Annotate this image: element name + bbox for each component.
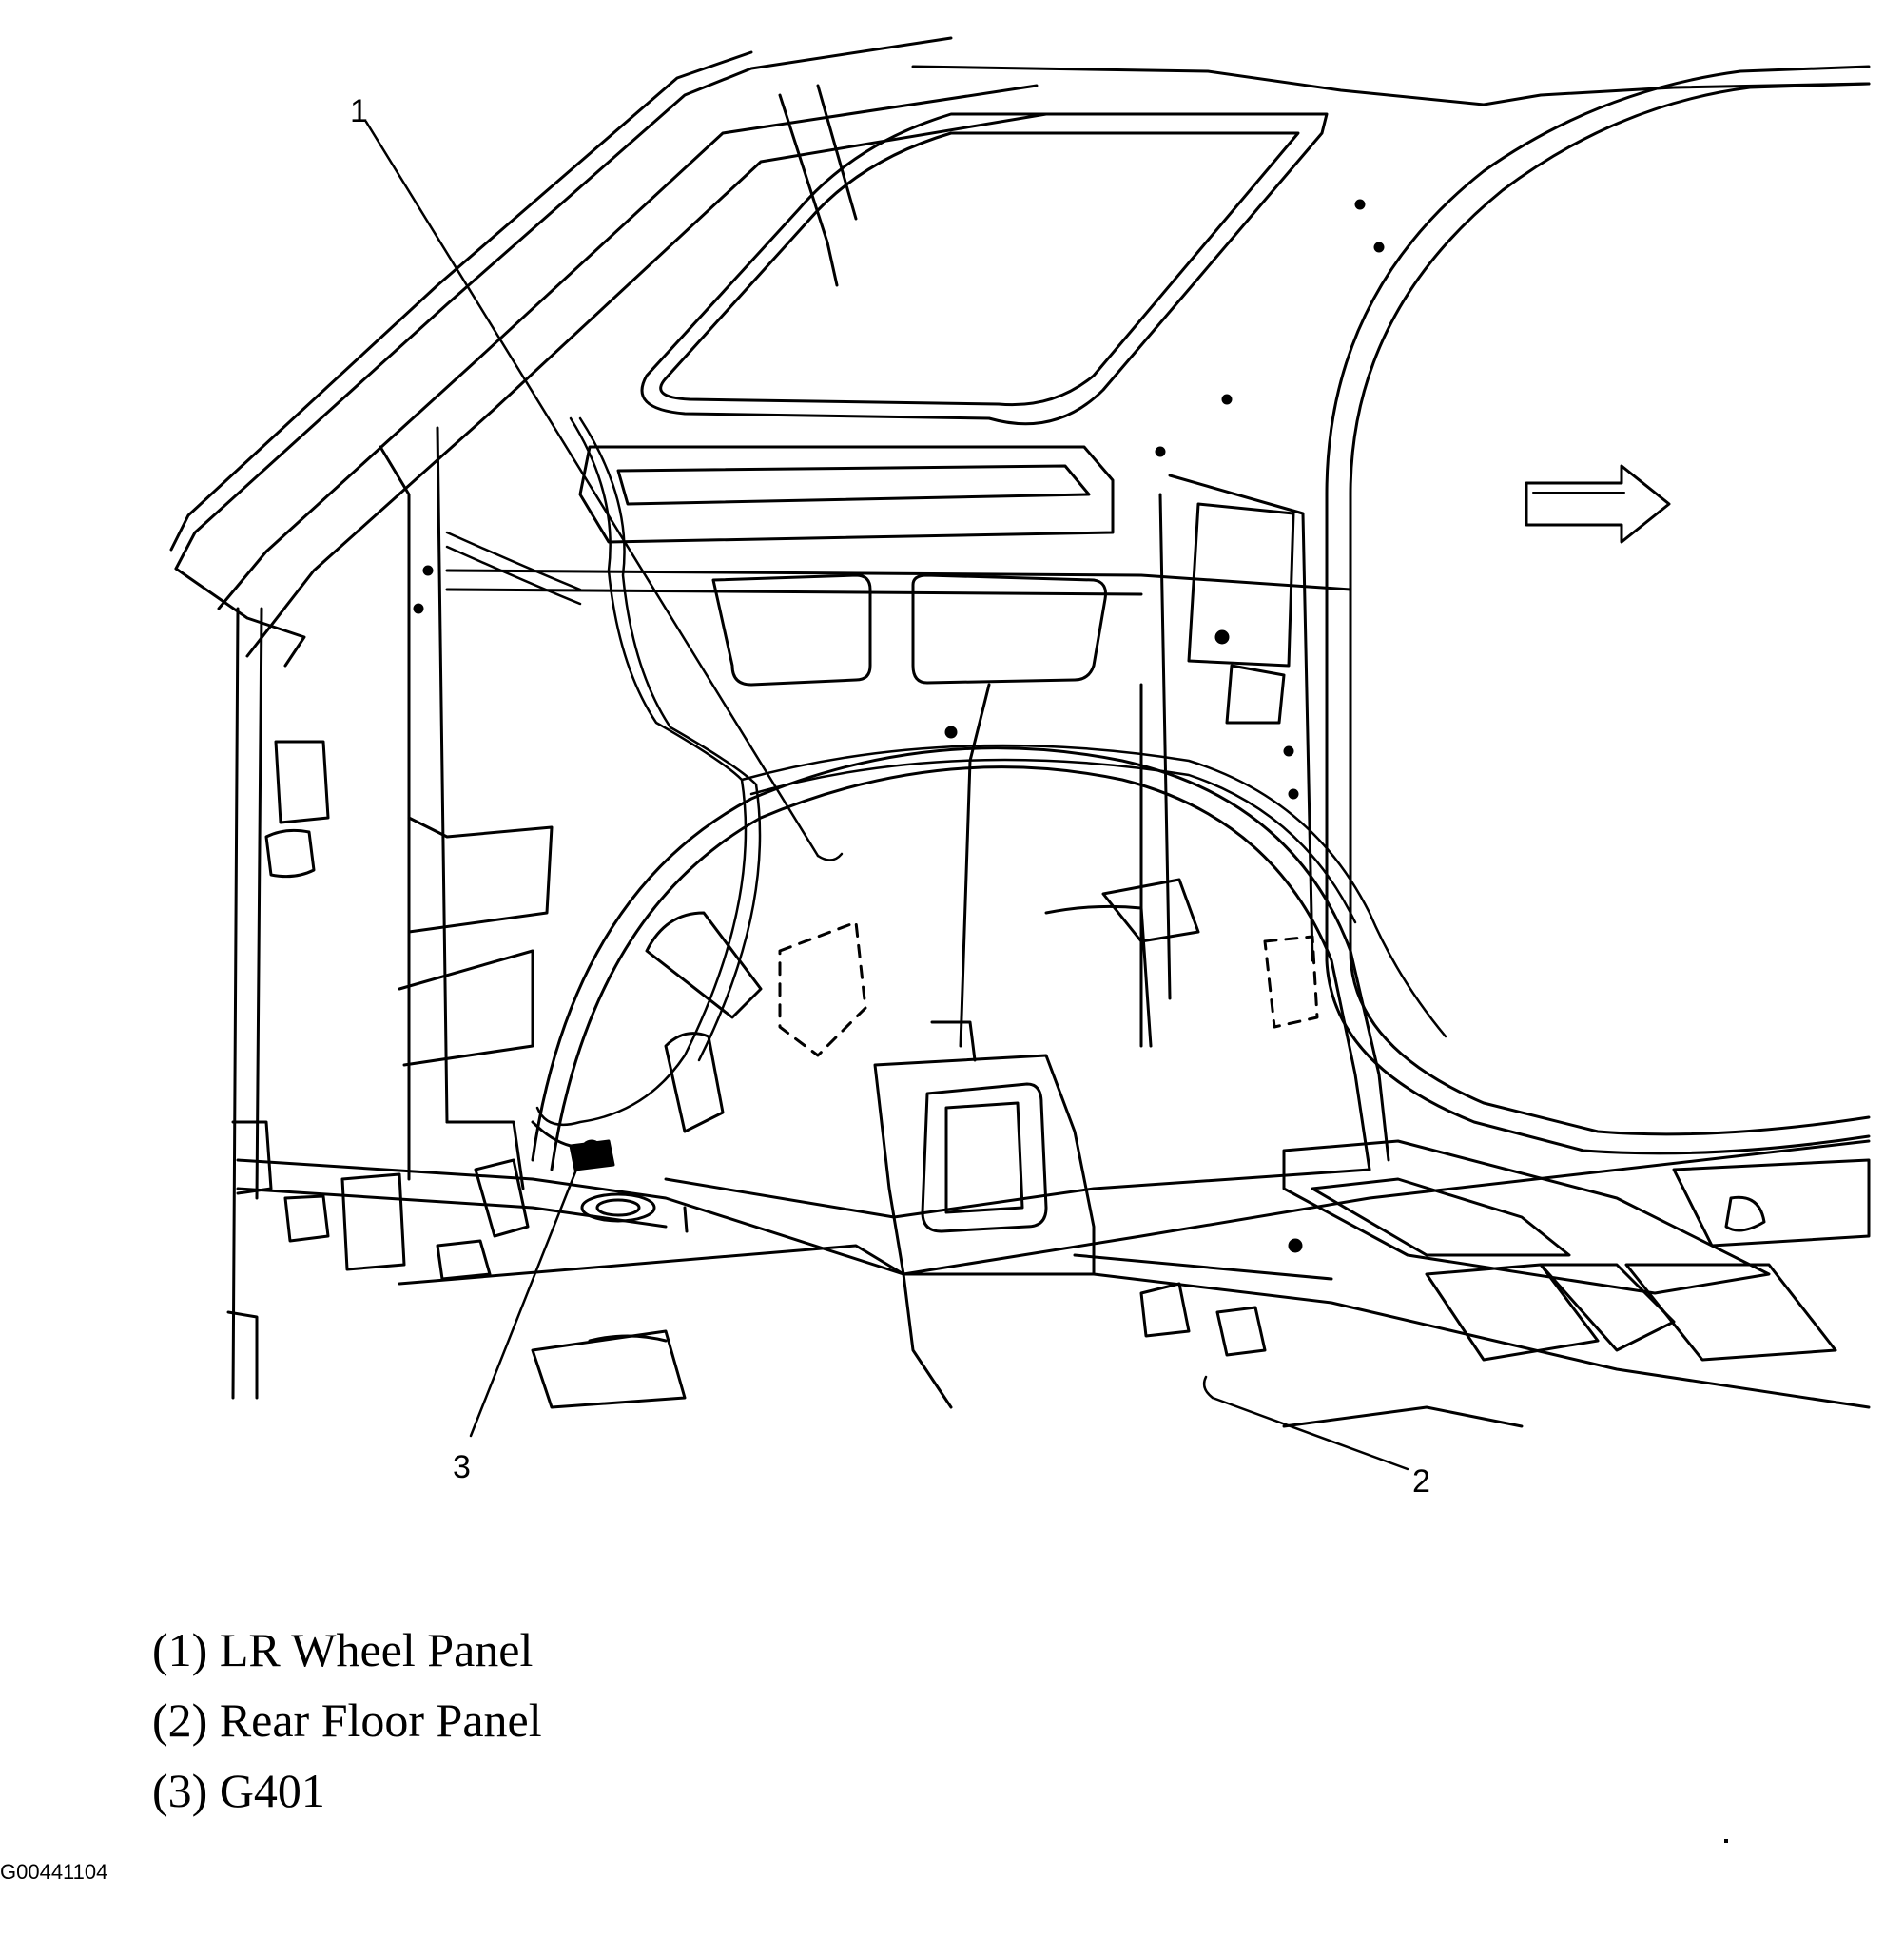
legend-number: (1) [152, 1623, 208, 1676]
legend-text: LR Wheel Panel [219, 1623, 534, 1676]
legend-item: (3) G401 [152, 1755, 542, 1826]
roof-structure [169, 36, 1871, 668]
callout-3: 3 [453, 1449, 471, 1485]
figure-id: G00441104 [0, 1860, 108, 1884]
legend: (1) LR Wheel Panel (2) Rear Floor Panel … [152, 1615, 542, 1826]
liftgate-opening [1349, 82, 1871, 1136]
legend-number: (3) [152, 1764, 208, 1817]
legend-number: (2) [152, 1694, 208, 1747]
body-fasteners [413, 199, 1385, 1253]
lr-wheel-panel-drawing [531, 746, 1390, 1219]
legend-text: G401 [219, 1764, 325, 1817]
rear-corner-structure [226, 1120, 530, 1400]
stray-mark [1724, 1839, 1728, 1843]
legend-item: (1) LR Wheel Panel [152, 1615, 542, 1685]
arrow-right-icon [1525, 464, 1671, 544]
callout-1: 1 [350, 93, 368, 129]
wiring-harness [445, 416, 1447, 1127]
body-side-inner-panel [231, 426, 1352, 1400]
legend-text: Rear Floor Panel [219, 1694, 542, 1747]
quarter-window-opening [640, 112, 1329, 426]
callout-2: 2 [1412, 1463, 1430, 1500]
leader-lines [364, 120, 1409, 1471]
jack-stowage [873, 1020, 1096, 1276]
floor-drain-plug [580, 1192, 689, 1233]
legend-item: (2) Rear Floor Panel [152, 1685, 542, 1755]
vehicle-rear-body-diagram [169, 36, 1871, 1471]
g401-ground-stud [531, 1120, 615, 1171]
rear-floor-panel-drawing [236, 1139, 1871, 1428]
